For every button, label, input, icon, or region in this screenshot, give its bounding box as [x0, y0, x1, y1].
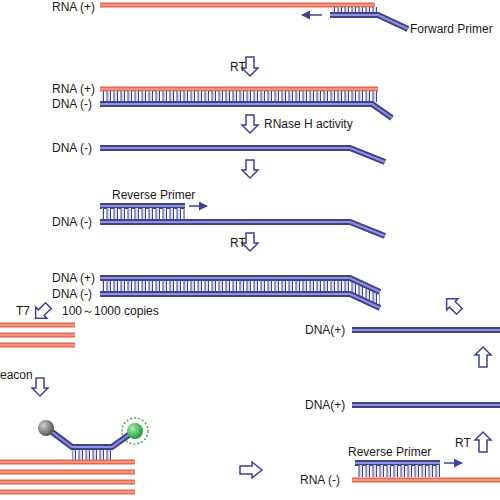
step-label: RT — [455, 436, 471, 450]
rna-strand — [0, 323, 75, 328]
base-pair-ladder — [102, 208, 185, 220]
beacon-strand-highlight — [52, 432, 130, 447]
rna-strand-highlight — [0, 481, 135, 483]
rna-strand-highlight — [0, 324, 75, 326]
strand-label: DNA (-) — [52, 287, 92, 301]
rna-strand-highlight — [100, 88, 378, 90]
rna-strand-highlight — [0, 471, 135, 473]
strand-label: DNA (-) — [52, 97, 92, 111]
step-arrow — [240, 462, 262, 478]
dna-strand — [100, 222, 385, 236]
base-pair-ladder — [72, 449, 112, 460]
dna-strand-highlight — [100, 148, 385, 162]
rna-strand — [352, 478, 500, 483]
rna-strand — [100, 3, 375, 8]
dna-strand — [352, 402, 500, 408]
dna-strand — [100, 278, 380, 292]
beacon-strand — [52, 432, 130, 447]
strand-label: RNA (+) — [52, 82, 95, 96]
step-arrow — [441, 293, 465, 317]
step-arrow — [30, 300, 54, 324]
step-label: T7 — [16, 304, 30, 318]
step-arrow — [475, 347, 491, 367]
rna-strand-highlight — [0, 461, 135, 463]
rna-strand-highlight — [0, 344, 75, 346]
base-pair-ladder — [102, 280, 350, 292]
dna-strand-highlight — [100, 222, 385, 236]
dna-strand — [352, 327, 500, 333]
rna-strand-highlight — [100, 4, 375, 6]
rna-strand — [0, 470, 135, 475]
rna-strand — [0, 333, 75, 338]
step-arrow — [475, 432, 491, 452]
strand-label: DNA (-) — [52, 215, 92, 229]
rna-strand-highlight — [352, 479, 500, 481]
rna-strand — [0, 460, 135, 465]
primer-strand-highlight — [100, 205, 185, 207]
rna-strand — [0, 490, 135, 495]
step-arrow — [242, 160, 258, 178]
strand-label: DNA (+) — [52, 271, 95, 285]
probe-label: eacon — [0, 368, 33, 382]
base-pair-ladder — [357, 465, 440, 477]
primer-strand-highlight — [330, 15, 408, 29]
extension-arrow — [302, 14, 322, 16]
strand-label: RNA (+) — [52, 0, 95, 14]
rna-strand-highlight — [0, 491, 135, 493]
quencher-ball — [38, 420, 54, 436]
dna-strand — [100, 148, 385, 162]
rna-strand — [100, 87, 378, 92]
step-label: RNase H activity — [264, 117, 353, 131]
fluorescence-halo — [122, 418, 148, 444]
rna-strand — [0, 480, 135, 485]
primer-label: Forward Primer — [410, 22, 493, 36]
primer-strand-highlight — [355, 462, 440, 464]
fluorophore-ball — [127, 423, 143, 439]
extension-arrow — [444, 462, 462, 464]
step-label: RT — [230, 236, 246, 250]
extension-arrow — [189, 205, 207, 207]
strand-label: DNA(+) — [305, 398, 345, 412]
step-arrow — [32, 378, 48, 396]
step-arrow — [242, 115, 258, 133]
strand-label: DNA (-) — [52, 141, 92, 155]
strand-label: RNA (-) — [300, 473, 340, 487]
dna-strand-highlight — [352, 404, 500, 406]
rna-strand-highlight — [0, 334, 75, 336]
copy-number-label: 100～1000 copies — [62, 304, 159, 318]
strand-label: DNA(+) — [305, 323, 345, 337]
primer-strand — [330, 15, 408, 29]
step-label: RT — [230, 60, 246, 74]
dna-strand-highlight — [352, 329, 500, 331]
dna-strand-highlight — [100, 278, 380, 292]
primer-label: Reverse Primer — [112, 188, 195, 202]
primer-label: Reverse Primer — [348, 445, 431, 459]
rna-strand — [0, 343, 75, 348]
base-pair-ladder — [102, 91, 378, 102]
